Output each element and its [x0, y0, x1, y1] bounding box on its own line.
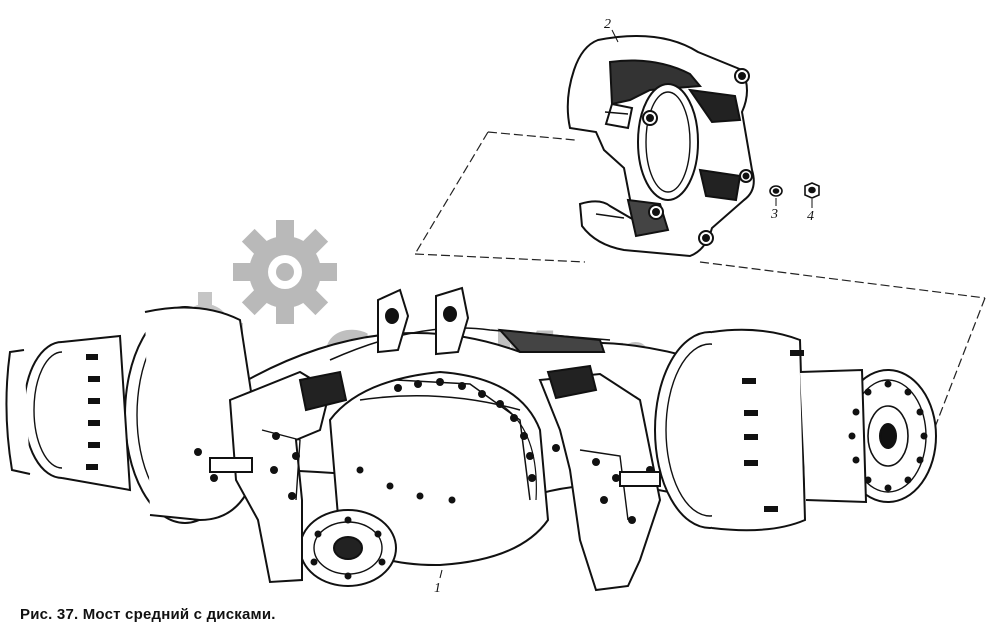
figure-caption: Рис. 37. Мост средний с дисками. — [20, 606, 276, 623]
callout-4: 4 — [807, 209, 814, 224]
leader-lines — [439, 29, 813, 579]
middle-axle-assembly — [5, 286, 937, 592]
washer-part — [769, 185, 783, 197]
callout-labels: 1 2 3 4 — [434, 17, 814, 596]
gear-icon — [233, 220, 337, 324]
callout-2: 2 — [604, 17, 611, 32]
callout-1: 1 — [434, 581, 441, 596]
nut-part — [804, 182, 820, 199]
brake-disk-part — [566, 35, 755, 258]
assembly-guide-lines — [414, 131, 986, 441]
callout-3: 3 — [770, 207, 778, 222]
